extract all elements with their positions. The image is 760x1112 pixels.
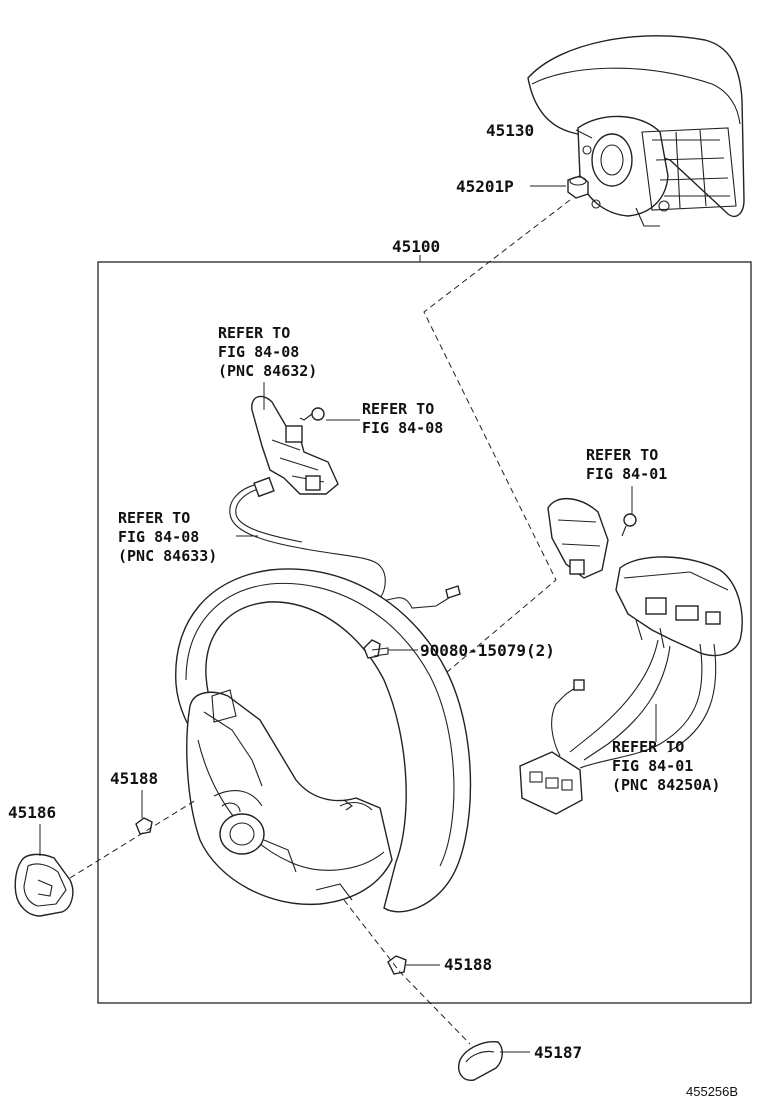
leader-45130 <box>575 129 593 139</box>
svg-text:FIG 84-08: FIG 84-08 <box>118 528 199 546</box>
reference-note-3: REFER TO FIG 84-08 (PNC 84633) <box>118 509 217 565</box>
screw-45188-lower-part[interactable] <box>387 955 407 975</box>
steering-pad-switch-part[interactable] <box>519 497 743 815</box>
dashed-connector-45187 <box>343 899 471 1045</box>
cover-45187-part[interactable] <box>458 1041 503 1081</box>
reference-note-2: REFER TO FIG 84-08 <box>362 400 443 437</box>
svg-text:FIG 84-08: FIG 84-08 <box>362 419 443 437</box>
label-45201p: 45201P <box>456 177 514 196</box>
dashed-connector-airbag <box>401 199 571 711</box>
nut-45201p-part[interactable] <box>567 175 589 199</box>
svg-text:(PNC 84632): (PNC 84632) <box>218 362 317 380</box>
steering-wheel-part[interactable] <box>175 568 472 913</box>
label-45100: 45100 <box>392 237 440 256</box>
cover-45186-part[interactable] <box>14 853 74 917</box>
label-45188-lower: 45188 <box>444 955 492 974</box>
svg-text:REFER TO: REFER TO <box>362 400 434 418</box>
screw-45188-upper-part[interactable] <box>135 817 153 835</box>
reference-note-5: REFER TO FIG 84-01 (PNC 84250A) <box>612 738 720 794</box>
svg-text:FIG 84-01: FIG 84-01 <box>586 465 667 483</box>
label-45188-upper: 45188 <box>110 769 158 788</box>
label-90080: 90080-15079(2) <box>420 641 555 660</box>
reference-note-1: REFER TO FIG 84-08 (PNC 84632) <box>218 324 317 380</box>
screw-90080-part[interactable] <box>363 639 389 659</box>
dashed-connector-45186 <box>69 799 197 879</box>
airbag-assembly-part[interactable] <box>527 35 745 227</box>
svg-text:(PNC 84250A): (PNC 84250A) <box>612 776 720 794</box>
assembly-frame <box>97 261 752 1004</box>
svg-text:REFER TO: REFER TO <box>612 738 684 756</box>
svg-text:FIG 84-01: FIG 84-01 <box>612 757 693 775</box>
label-45186: 45186 <box>8 803 56 822</box>
svg-text:REFER TO: REFER TO <box>118 509 190 527</box>
label-45130: 45130 <box>486 121 534 140</box>
svg-text:REFER TO: REFER TO <box>586 446 658 464</box>
svg-text:FIG 84-08: FIG 84-08 <box>218 343 299 361</box>
svg-text:(PNC 84633): (PNC 84633) <box>118 547 217 565</box>
svg-text:REFER TO: REFER TO <box>218 324 290 342</box>
label-45187: 45187 <box>534 1043 582 1062</box>
figure-code: 455256B <box>686 1084 738 1099</box>
reference-note-4: REFER TO FIG 84-01 <box>586 446 667 483</box>
